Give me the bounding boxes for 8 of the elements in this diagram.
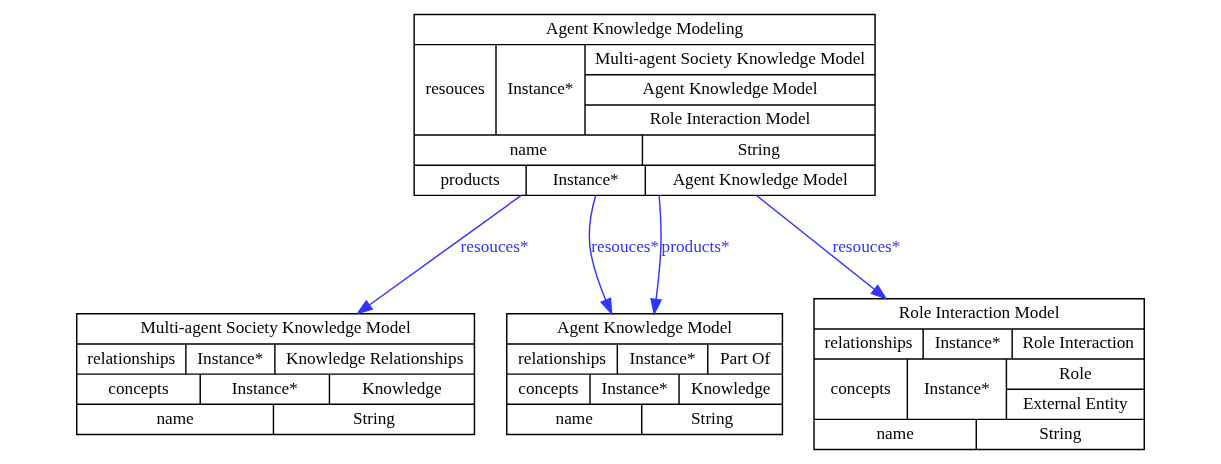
arrow [755, 194, 888, 300]
arrow [355, 194, 522, 315]
arrow [650, 194, 663, 316]
edge-label: resouces* [832, 236, 901, 256]
edge-label: products* [661, 236, 730, 256]
arrow [588, 195, 613, 316]
edge-label: resouces* [460, 236, 529, 256]
edge-label: resouces* [591, 236, 660, 256]
